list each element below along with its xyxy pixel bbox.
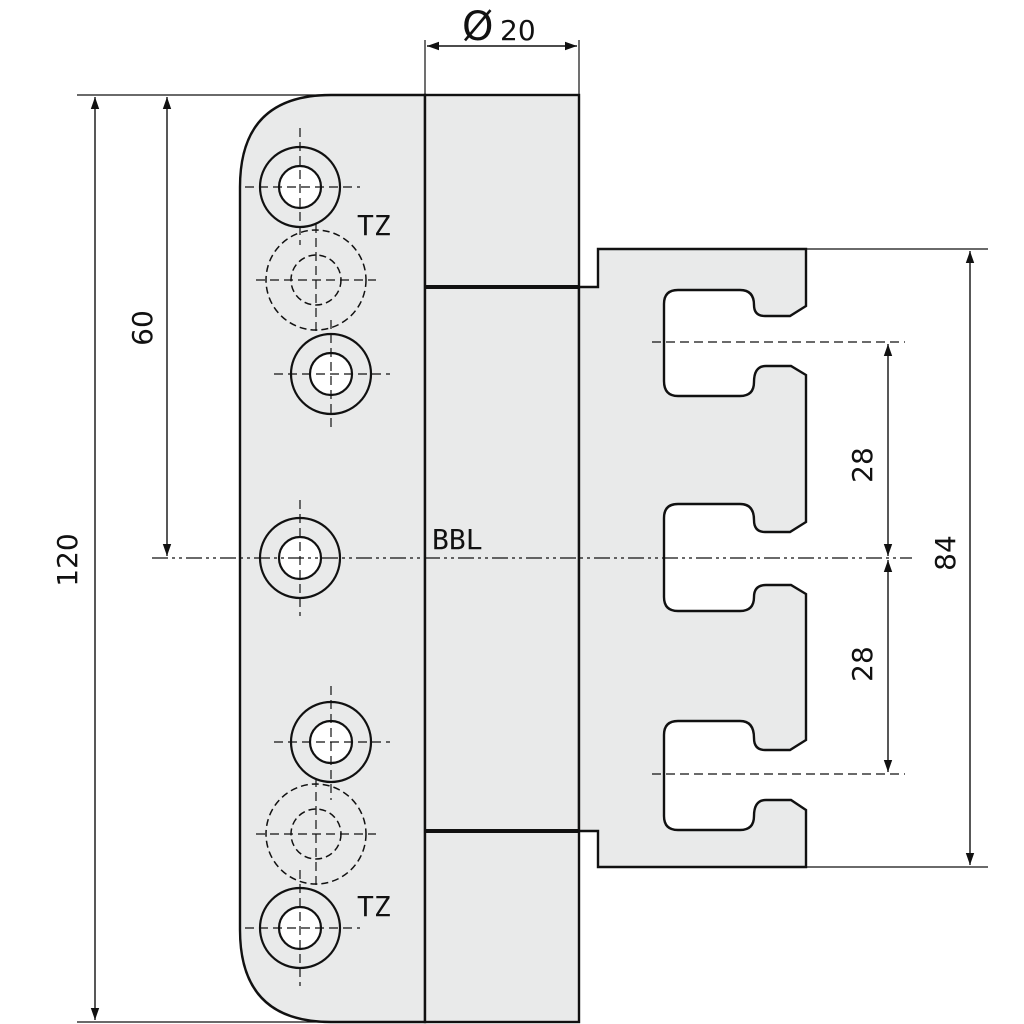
diameter-symbol: Ø (462, 4, 493, 50)
screw-hole-hidden-top (256, 224, 376, 334)
door-leaf (577, 247, 808, 869)
screw-hole-2 (274, 320, 390, 432)
dim-text-84: 84 (929, 535, 962, 571)
screw-hole-1 (245, 128, 360, 245)
screw-hole-3 (274, 686, 390, 800)
screw-hole-hidden-bottom (256, 778, 376, 890)
dim-text-28-lower: 28 (846, 646, 879, 682)
label-tz-top: TZ (357, 209, 391, 242)
dim-text-120: 120 (51, 533, 84, 586)
dim-text-diameter: 20 (500, 14, 536, 47)
dim-text-28-upper: 28 (846, 447, 879, 483)
screw-hole-4 (245, 870, 360, 986)
label-tz-bottom: TZ (357, 890, 391, 923)
dim-text-60: 60 (126, 310, 159, 346)
label-bbl: BBL (432, 523, 483, 556)
